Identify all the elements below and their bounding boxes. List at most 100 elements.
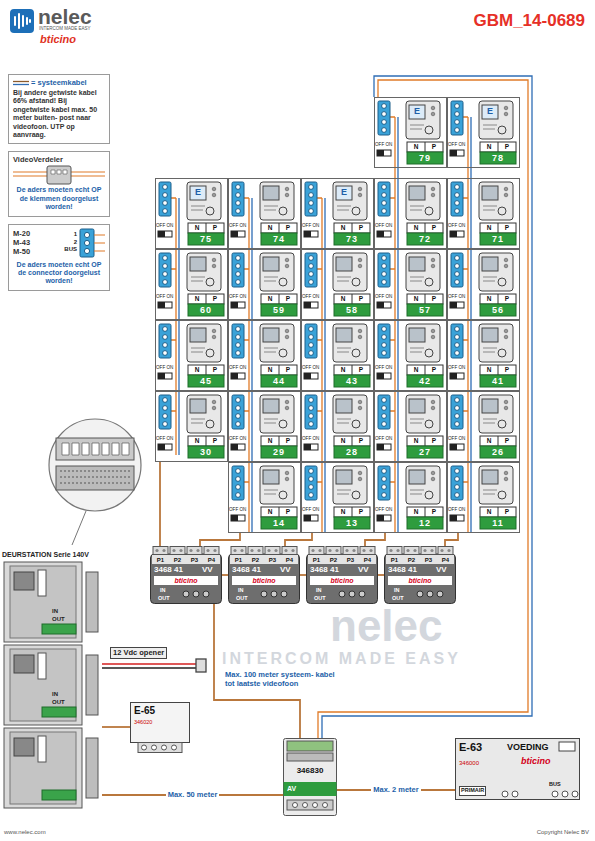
- terminal-screw: [455, 201, 460, 206]
- screw: [291, 549, 294, 552]
- handset-key: [352, 207, 360, 215]
- connector-pin: [84, 232, 89, 237]
- switch-label: OFF ON: [229, 508, 246, 513]
- handset-key: [425, 491, 433, 499]
- handset-key: [352, 420, 360, 428]
- apartment-number: 12: [407, 519, 443, 528]
- terminal-screw: [382, 201, 387, 206]
- cell-border: [302, 392, 374, 462]
- column-label: P: [425, 367, 443, 374]
- cell-border: [375, 250, 447, 320]
- brand: bticino: [521, 757, 551, 766]
- output-connector: [265, 547, 280, 555]
- np-divider: [498, 507, 499, 517]
- handset-key: [206, 349, 214, 357]
- np-divider: [425, 294, 426, 304]
- screw: [430, 549, 433, 552]
- cable-sample: [13, 80, 29, 81]
- terminal-screw: [552, 791, 558, 797]
- cell-border: [229, 321, 301, 391]
- terminal-screw: [455, 469, 460, 474]
- brand: bticino: [388, 577, 452, 584]
- output-connector: [282, 547, 297, 555]
- np-header: [480, 294, 516, 304]
- monitor: [406, 324, 440, 362]
- number-box: [480, 517, 516, 529]
- speaker-grille: [337, 277, 351, 281]
- number-box: [334, 375, 370, 387]
- info-box: = systeemkabelBij andere getwiste kabel …: [8, 74, 110, 144]
- terminal-row: [287, 800, 333, 810]
- mounting-bar: [86, 572, 98, 632]
- terminal-screw: [382, 398, 387, 403]
- np-divider: [352, 436, 353, 446]
- cell-border: [156, 392, 228, 462]
- np-header: [407, 507, 443, 517]
- watermark: nelec: [330, 604, 443, 648]
- switch: [450, 302, 464, 308]
- logo-icon: [10, 9, 34, 33]
- terminal-screw: [455, 128, 460, 133]
- terminal-strip: [305, 395, 317, 429]
- apartment-number: 57: [407, 306, 443, 315]
- port-name: P2: [404, 557, 419, 563]
- cell-border: [375, 463, 447, 533]
- terminal-strip: [451, 395, 463, 429]
- switch-knob: [304, 302, 311, 308]
- node-drawing: [447, 249, 520, 320]
- screen: [190, 328, 206, 342]
- monitor: [260, 324, 294, 362]
- speaker-grille: [410, 419, 424, 423]
- column-label: P: [352, 438, 370, 445]
- terminal-screw: [236, 327, 241, 332]
- switch-knob: [377, 150, 384, 156]
- terminal-strip: [451, 324, 463, 358]
- phone-box: OFF ONNP44: [228, 320, 301, 391]
- handset-key: [206, 420, 214, 428]
- button: [285, 258, 289, 262]
- port-name: P1: [153, 557, 168, 563]
- screen: [409, 328, 425, 342]
- terminal-screw: [152, 745, 157, 750]
- apartment-number: 28: [334, 448, 370, 457]
- speaker-grille: [337, 348, 351, 352]
- module-panel: [10, 649, 76, 721]
- cell-border: [302, 179, 374, 249]
- button: [504, 477, 508, 481]
- terminal-screw: [236, 414, 241, 419]
- terminal-screw: [236, 469, 241, 474]
- number-box: [188, 304, 224, 316]
- column-label: P: [352, 367, 370, 374]
- switch-knob: [377, 373, 384, 379]
- terminal-screw: [382, 193, 387, 198]
- button: [504, 471, 508, 475]
- cell-border: [302, 250, 374, 320]
- switch: [231, 444, 245, 450]
- part-number: 346020: [134, 720, 152, 726]
- switch-knob: [158, 302, 165, 308]
- terminal-screw: [163, 406, 168, 411]
- handset-key: [425, 420, 433, 428]
- switch: [377, 302, 391, 308]
- terminal-screw: [236, 406, 241, 411]
- distributor-icon: [47, 166, 71, 184]
- node-drawing: [447, 97, 520, 168]
- terminal-screw: [382, 414, 387, 419]
- apartment-number: 26: [480, 448, 516, 457]
- screen: [482, 105, 498, 119]
- legend-sample: [13, 80, 29, 86]
- switch-label: OFF ON: [302, 437, 319, 442]
- column-label: P: [498, 225, 516, 232]
- terminal-screw: [382, 485, 387, 490]
- screen: [482, 470, 498, 484]
- distributor-body: [151, 554, 222, 604]
- np-header: [261, 365, 297, 375]
- button: [212, 329, 216, 333]
- button: [431, 264, 435, 268]
- monitor: [479, 101, 513, 139]
- cell-border: [375, 179, 447, 249]
- cable-sample: [13, 83, 29, 84]
- speaker-grille: [264, 490, 278, 494]
- terminal-screw: [309, 477, 314, 482]
- terminal-screw: [163, 209, 168, 214]
